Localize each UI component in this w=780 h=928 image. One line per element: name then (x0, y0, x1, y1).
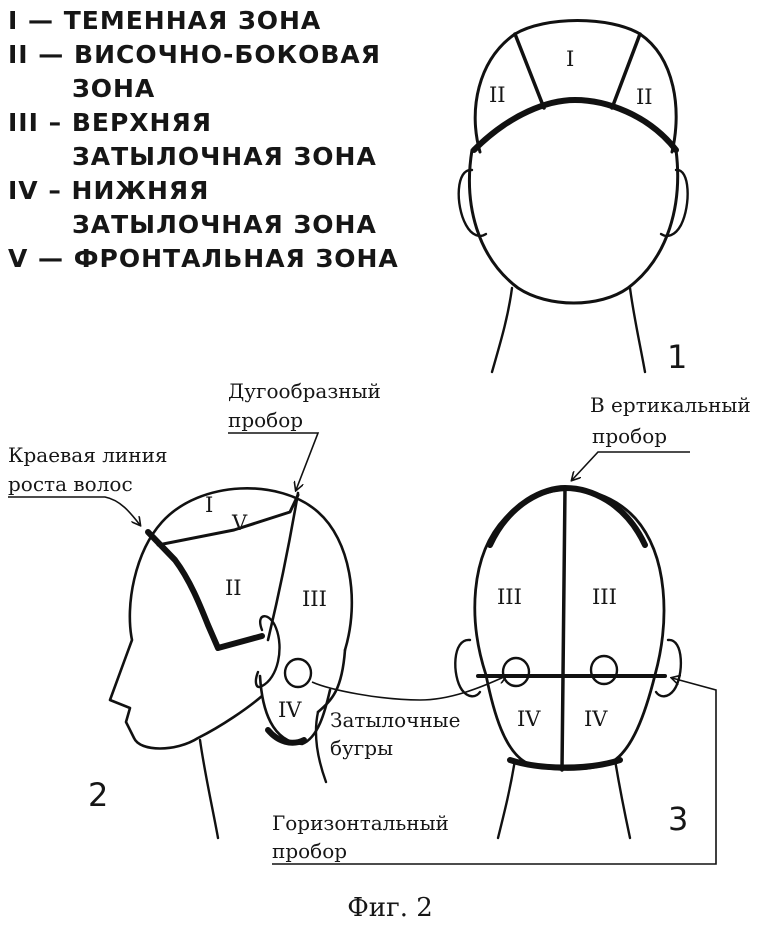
fig1-zone-ii-left-label: II (489, 83, 506, 107)
occipital-bumps-label-2: бугры (330, 736, 393, 760)
figure-caption: Фиг. 2 (347, 893, 433, 923)
fig3-neck-right (613, 758, 632, 840)
zone-legend: I — ТЕМЕННАЯ ЗОНА II — ВИСОЧНО-БОКОВАЯ З… (8, 4, 428, 276)
fig3-lower-outline (484, 673, 657, 771)
vertical-parting-label-1: В ертикальный (590, 393, 751, 417)
fig2-ear (254, 615, 281, 689)
fig2-zone-iii-label: III (302, 587, 327, 611)
legend-item-zone-ii-cont: ЗОНА (72, 74, 156, 103)
vertical-parting-label-2: пробор (592, 424, 667, 448)
fig2-neck-front (198, 738, 220, 840)
legend-item-zone-iv-cont: ЗАТЫЛОЧНАЯ ЗОНА (72, 210, 377, 239)
occipital-leader-left (311, 681, 421, 701)
fig2-zone-ii-label: II (225, 576, 242, 600)
fig1-neck-right (628, 286, 647, 374)
fig2-hairline (145, 529, 265, 651)
fig1-number: 1 (667, 338, 687, 376)
fig1-zone-i-label: I (566, 47, 574, 71)
fig2-zone-i-label: I (205, 493, 213, 517)
fig3-zone-iii-right-label: III (592, 585, 617, 609)
figure-3-back-head (454, 485, 683, 840)
fig2-lower-head (316, 648, 347, 714)
fig2-zone-iv-label: IV (278, 698, 302, 722)
arc-parting-leader (228, 432, 320, 490)
fig1-neck-left (490, 286, 514, 374)
figure-2-side-head (108, 487, 354, 840)
hairline-leader (8, 496, 140, 525)
fig2-neck-back (314, 710, 328, 784)
fig3-number: 3 (668, 800, 688, 838)
fig3-crown-arc (487, 485, 648, 548)
hairline-label-2: роста волос (8, 472, 133, 496)
fig1-head-outline (473, 19, 678, 154)
vertical-parting-leader (572, 451, 690, 480)
horizontal-parting-leader (272, 678, 717, 865)
fig1-parting-arc (471, 97, 679, 153)
legend-item-zone-iv: IV – НИЖНЯЯ (8, 176, 210, 205)
fig1-left-divider (513, 32, 546, 110)
legend-item-zone-iii: III – ВЕРХНЯЯ (8, 108, 212, 137)
arc-parting-label-1: Дугообразный (228, 379, 381, 403)
fig2-occipital-bump (283, 657, 313, 689)
fig2-zone-iv-lower-edge (265, 727, 307, 746)
fig3-neck-left (496, 758, 517, 840)
fig2-head-profile (108, 487, 354, 750)
fig2-number: 2 (88, 776, 108, 814)
fig3-right-ear (654, 638, 683, 698)
fig1-right-ear (659, 168, 689, 238)
fig1-left-ear (457, 168, 488, 238)
legend-item-zone-ii: II — ВИСОЧНО-БОКОВАЯ (8, 40, 381, 69)
fig3-zone-iii-left-label: III (497, 585, 522, 609)
legend-item-zone-v: V — ФРОНТАЛЬНАЯ ЗОНА (8, 244, 399, 273)
fig1-face-outline (468, 148, 680, 305)
horizontal-parting-label-1: Горизонтальный (272, 811, 449, 835)
occipital-leader-right (419, 676, 506, 701)
figure-1-front-head (457, 19, 689, 374)
fig3-vertical-parting (560, 486, 567, 772)
fig3-nape-line (507, 757, 623, 771)
fig3-left-ear (454, 638, 482, 698)
fig3-left-occipital-bump (501, 656, 531, 688)
horizontal-parting-label-2: пробор (272, 839, 347, 863)
hairline-label-1: Краевая линия (8, 443, 168, 467)
occipital-bumps-label-1: Затылочные (330, 708, 460, 732)
fig3-right-occipital-bump (589, 654, 619, 686)
arc-parting-label-2: пробор (228, 408, 303, 432)
fig2-zone-v-outline (156, 493, 300, 547)
fig1-right-divider (610, 32, 642, 110)
fig3-zone-iv-left-label: IV (517, 707, 541, 731)
fig3-head-outline (473, 488, 666, 677)
fig1-zone-ii-right-label: II (636, 85, 653, 109)
legend-item-zone-iii-cont: ЗАТЫЛОЧНАЯ ЗОНА (72, 142, 377, 171)
fig3-zone-iv-right-label: IV (584, 707, 608, 731)
legend-item-zone-i: I — ТЕМЕННАЯ ЗОНА (8, 6, 322, 35)
fig2-zone-v-label: V (231, 511, 248, 535)
